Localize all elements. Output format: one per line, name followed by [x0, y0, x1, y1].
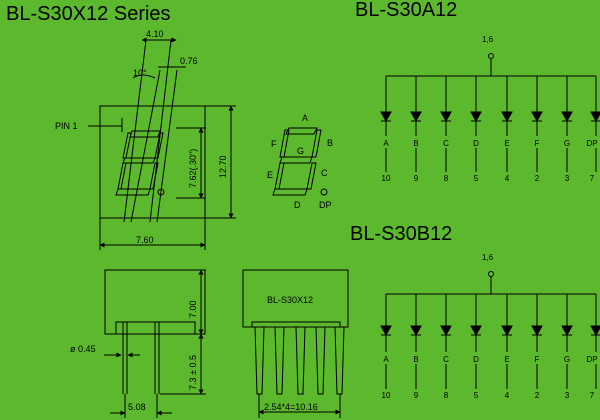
model-b-title: BL-S30B12 [350, 223, 452, 245]
led-diode [380, 325, 392, 337]
segment-label: DP [586, 139, 597, 148]
segment-label: F [535, 139, 540, 148]
rear-view [242, 269, 349, 418]
led-diode [561, 111, 573, 123]
circuit-a: 1,6A 10 B 9 C 8 D 5 E 4 F 2 G 3 DP 7 [380, 35, 600, 183]
rear-pins [254, 326, 345, 395]
led-diode [440, 111, 452, 123]
segment-g [279, 156, 313, 164]
tilt-width-label: 0.76 [180, 56, 198, 66]
segment-label: DP [586, 355, 597, 364]
seg-label-f: F [271, 139, 277, 149]
segment-b [311, 129, 322, 158]
pin-number: 9 [414, 391, 419, 400]
segment-label: A [383, 139, 389, 148]
led-diode [531, 111, 543, 123]
rear-body-outline [242, 269, 349, 328]
segment-label: G [564, 355, 570, 364]
front-view [88, 37, 236, 250]
seg-label-e: E [267, 170, 273, 180]
led-diode [590, 111, 600, 123]
led-diode [410, 111, 422, 123]
model-a-title: BL-S30A12 [355, 0, 457, 21]
segment-dp [320, 188, 328, 196]
side-height-label: 7.00 [188, 300, 198, 318]
pin-number: 5 [474, 174, 479, 183]
seg-label-d: D [294, 200, 301, 210]
segment-label: D [473, 355, 479, 364]
series-title: BL-S30X12 Series [6, 3, 171, 25]
common-node [488, 271, 494, 277]
pin-number: 4 [505, 174, 510, 183]
pin-number: 5 [474, 391, 479, 400]
segment-label: F [535, 355, 540, 364]
pin-number: 9 [414, 174, 419, 183]
pin-number: 3 [565, 174, 570, 183]
angle-label: 10° [133, 68, 147, 78]
front-body-outline [99, 105, 206, 219]
rear-part-label: BL-S30X12 [267, 295, 313, 305]
segment-label: C [443, 355, 449, 364]
led-diode [470, 325, 482, 337]
segment-a [285, 127, 318, 135]
body-height-label: 12.70 [218, 155, 228, 178]
led-diode [440, 325, 452, 337]
body-width-label: 7.60 [136, 235, 154, 245]
led-diode [470, 111, 482, 123]
pin-number: 8 [444, 391, 449, 400]
pin-number: 10 [382, 391, 391, 400]
segment-label: B [413, 355, 418, 364]
pin-number: 4 [505, 391, 510, 400]
segment-e [274, 162, 285, 190]
pin1-label: PIN 1 [55, 121, 78, 131]
side-view [104, 269, 206, 418]
segment-label: D [473, 139, 479, 148]
segment-diagram [272, 127, 328, 196]
led-diode [501, 111, 513, 123]
segment-label: G [564, 139, 570, 148]
digit-height-label: 7.62(.30") [188, 149, 198, 188]
common-pin-label: 1,6 [482, 253, 494, 262]
segment-label: C [443, 139, 449, 148]
led-diode [380, 111, 392, 123]
segment-label: E [504, 355, 509, 364]
seg-label-b: B [327, 138, 333, 148]
segment-d [272, 188, 308, 196]
common-pin-label: 1,6 [482, 35, 494, 44]
top-width-label: 4.10 [146, 29, 164, 39]
led-diode [410, 325, 422, 337]
led-diode [561, 325, 573, 337]
seg-label-c: C [321, 168, 328, 178]
pin-number: 2 [535, 174, 540, 183]
seg-label-g: G [297, 146, 304, 156]
pin-number: 7 [590, 174, 595, 183]
seg-label-a: A [302, 113, 308, 123]
pin-length-label: 7.3 ± 0.5 [188, 355, 198, 390]
segment-label: B [413, 139, 418, 148]
segment-c [306, 162, 317, 190]
seg-label-dp: DP [319, 200, 332, 210]
circuit-b: 1,6A 10 B 9 C 8 D 5 E 4 F 2 G 3 DP 7 [380, 253, 600, 400]
led-diode [590, 325, 600, 337]
led-diode [501, 325, 513, 337]
common-node [488, 53, 494, 59]
segment-label: E [504, 139, 509, 148]
pin-number: 2 [535, 391, 540, 400]
pin-number: 3 [565, 391, 570, 400]
pin-spacing-label: 5.08 [128, 402, 146, 412]
pin-number: 10 [382, 174, 391, 183]
diameter-label: ø 0.45 [70, 344, 96, 354]
led-diode [531, 325, 543, 337]
pitch-label: 2.54*4=10.16 [264, 402, 318, 412]
segment-label: A [383, 355, 389, 364]
pin-number: 7 [590, 391, 595, 400]
pin-number: 8 [444, 174, 449, 183]
